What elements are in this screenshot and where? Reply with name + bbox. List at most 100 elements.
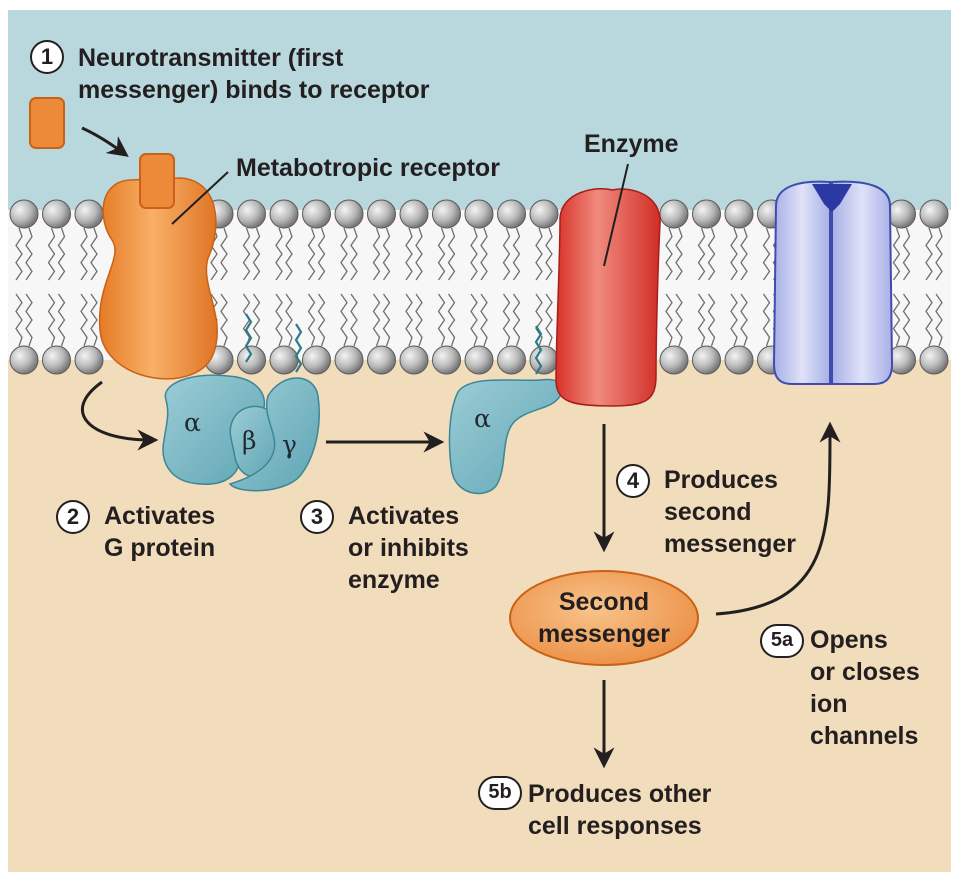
free-alpha-subunit [448, 378, 563, 495]
lipid-tail [697, 227, 706, 281]
lipid-tail [535, 227, 543, 281]
lipid-head [334, 345, 364, 375]
lipid-head [237, 199, 266, 229]
step-2-line-1: Activates [104, 502, 216, 530]
lipid-tail [502, 227, 511, 281]
alpha-symbol: α [184, 408, 201, 437]
lipid-tail [902, 293, 911, 347]
lipid-tail [480, 293, 488, 347]
lipid-tail [372, 293, 381, 347]
ion-channel [772, 180, 894, 385]
second-messenger-line-1: Second [558, 588, 650, 616]
lipid-head [659, 199, 689, 229]
lipid-tail [307, 227, 316, 281]
lipid-head [399, 345, 429, 375]
bound-neurotransmitter [139, 153, 175, 209]
step-5a-label: Opens or closes ion channels [810, 624, 920, 752]
lipid-tail [447, 293, 456, 347]
g-protein-complex [162, 374, 320, 492]
lipid-tail [925, 293, 933, 347]
lipid-head [399, 199, 429, 229]
lipid-tail [405, 293, 413, 347]
free-alpha-symbol: α [474, 404, 491, 433]
step-5a-line-1: Opens [810, 626, 888, 654]
step-2-line-2: G protein [104, 534, 216, 562]
lipid-tail [350, 227, 358, 281]
lipid-head [692, 199, 721, 229]
lipid-tail [15, 293, 23, 347]
lipid-tail [307, 293, 316, 347]
lipid-tail [925, 227, 933, 281]
lipid-head [659, 345, 689, 375]
lipid-head [237, 345, 266, 375]
lipid-tail [340, 227, 348, 281]
lipid-head [367, 199, 396, 229]
free-neurotransmitter [29, 97, 65, 149]
receptor-label: Metabotropic receptor [236, 154, 500, 182]
step-5a-badge: 5a [760, 624, 804, 658]
lipid-tail [675, 293, 683, 347]
second-messenger-oval [509, 570, 699, 666]
lipid-tail [935, 293, 943, 347]
lipid-head [269, 199, 299, 229]
lipid-head [269, 345, 299, 375]
lipid-tail [47, 293, 56, 347]
lipid-tail [480, 227, 488, 281]
step-2-badge: 2 [56, 500, 90, 534]
lipid-head [334, 199, 364, 229]
enzyme-label: Enzyme [584, 130, 679, 158]
lipid-head [464, 199, 494, 229]
metabotropic-receptor [98, 177, 218, 380]
lipid-tail [285, 227, 293, 281]
lipid-heads-inner [9, 345, 949, 375]
lipid-tail [210, 227, 218, 281]
lipid-tail [512, 227, 521, 281]
lipid-tails [15, 227, 943, 347]
lipid-tail [252, 293, 261, 347]
step-5b-line-1: Produces other [528, 780, 712, 808]
lipid-tail [57, 227, 66, 281]
lipid-tail [470, 293, 478, 347]
step-1-line-1: Neurotransmitter (first [78, 44, 344, 72]
lipid-tail [415, 227, 423, 281]
lipid-tail [902, 227, 911, 281]
lipid-head [367, 345, 396, 375]
lipid-tail [220, 227, 228, 281]
lipid-head [497, 199, 526, 229]
lipid-tail [47, 227, 56, 281]
lipid-tail [382, 293, 391, 347]
lipid-tail [90, 227, 98, 281]
lipid-head [302, 345, 331, 375]
lipid-tail [350, 293, 358, 347]
step-1-badge: 1 [30, 40, 64, 74]
lipid-tail [935, 227, 943, 281]
lipid-tail [892, 293, 901, 347]
lipid-tail [892, 227, 901, 281]
lipid-tail [707, 227, 716, 281]
lipid-tail [762, 293, 771, 347]
step-4-line-2: second [664, 498, 752, 526]
step-4-label: Produces second messenger [664, 464, 796, 560]
lipid-tail [275, 293, 283, 347]
gamma-symbol: γ [282, 430, 297, 459]
lipid-head [529, 345, 559, 375]
lipid-tail [340, 293, 348, 347]
lipid-tail [447, 227, 456, 281]
step-3-line-2: or inhibits [348, 534, 469, 562]
receptor-leader-line [171, 171, 229, 225]
lipid-head [74, 199, 104, 229]
lipid-head [74, 345, 104, 375]
lipid-tail [730, 227, 738, 281]
g-protein-lipid-anchors [244, 313, 543, 375]
lipid-tail [25, 293, 33, 347]
lipid-tail [730, 293, 738, 347]
lipid-head [432, 199, 461, 229]
lipid-head [887, 199, 916, 229]
lipid-head [9, 345, 39, 375]
lipid-tail [285, 293, 293, 347]
step-5a-line-2: or closes [810, 658, 920, 686]
lipid-tail [25, 227, 33, 281]
arrow-binding [81, 126, 129, 157]
lipid-head [692, 345, 721, 375]
